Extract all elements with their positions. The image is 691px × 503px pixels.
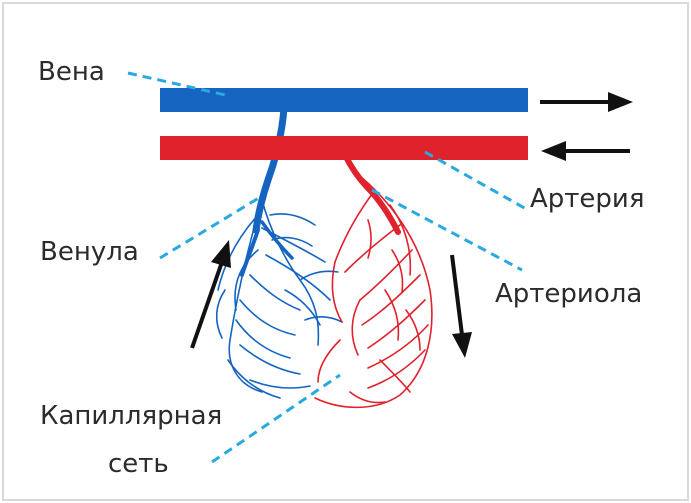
label-vein: Вена xyxy=(38,57,105,87)
artery-vessel xyxy=(160,136,528,160)
label-artery: Артерия xyxy=(530,184,644,214)
label-venule: Венула xyxy=(40,237,139,267)
vein-vessel xyxy=(160,88,528,112)
label-capillary-line2: сеть xyxy=(108,449,169,479)
label-arteriole: Артериола xyxy=(495,279,642,309)
label-capillary-line1: Капиллярная xyxy=(40,401,222,431)
